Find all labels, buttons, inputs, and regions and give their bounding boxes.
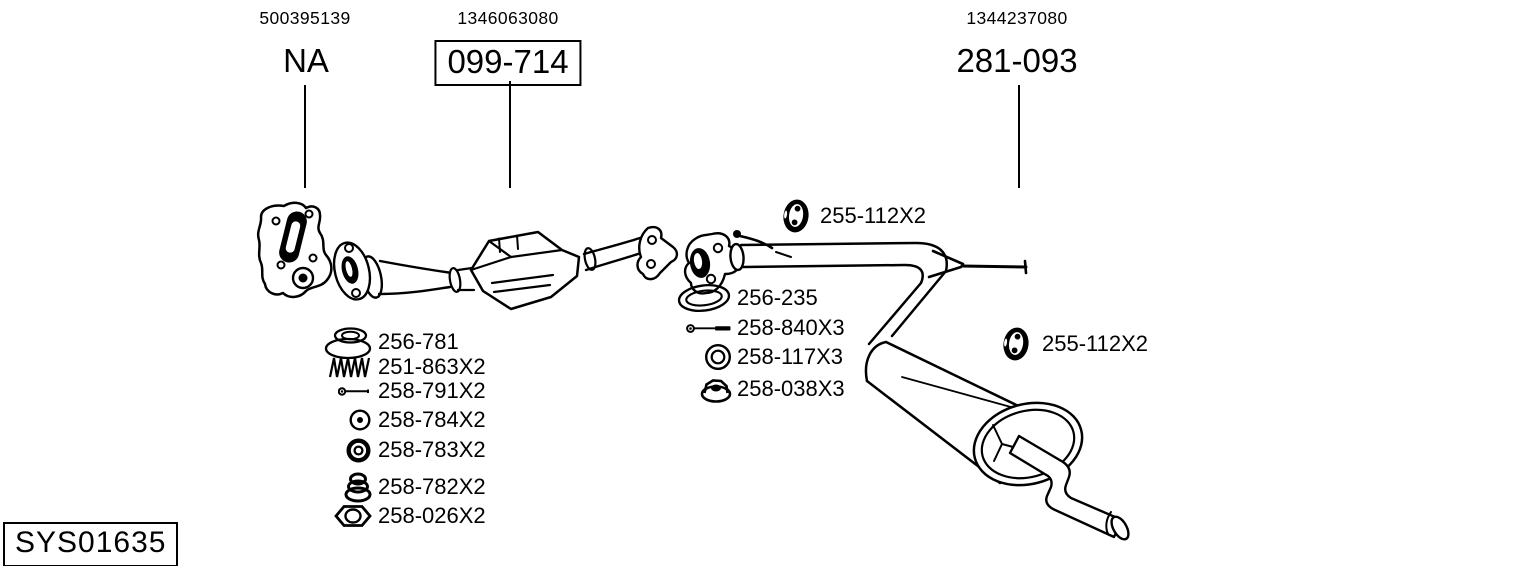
part-number-label: 258-783X2 (378, 437, 486, 462)
rubber-hanger-icon (782, 198, 810, 234)
part-row: 256-781 (314, 324, 459, 360)
leader-line (1018, 85, 1020, 188)
part-number-label: 258-782X2 (378, 474, 486, 499)
part-number-boxed: 099-714 (434, 40, 582, 86)
part-row: 258-840X3 (676, 310, 845, 346)
part-row: 258-782X2 (314, 469, 486, 505)
part-number-label: 258-038X3 (737, 376, 845, 401)
oe-number-label: 1346063080 (457, 8, 559, 28)
part-row: 258-783X2 (314, 432, 486, 468)
manifold-flange-part (256, 201, 333, 299)
small-bolt-icon (314, 385, 372, 398)
part-number-label: 258-026X2 (378, 503, 486, 528)
catalytic-converter (448, 230, 645, 311)
washer-icon (314, 408, 372, 432)
spring-icon (314, 355, 372, 380)
flat-washer-icon (676, 343, 732, 371)
rear-pipe-flange (683, 232, 745, 295)
part-row: 258-784X2 (314, 402, 486, 438)
hex-nut-icon (314, 504, 372, 528)
part-number-label: 256-781 (378, 329, 459, 354)
part-number-na: NA (283, 42, 329, 79)
muffler-bracket-rod (927, 249, 1028, 279)
part-number-label: 258-784X2 (378, 407, 486, 432)
part-row: 258-026X2 (314, 498, 486, 534)
system-code-label: SYS01635 (15, 526, 167, 559)
tailpipe (1008, 434, 1130, 541)
oe-number-label: 1344237080 (966, 8, 1068, 28)
ring-gasket-icon (676, 280, 732, 316)
front-pipe (332, 241, 454, 301)
thick-ring-icon (314, 437, 372, 464)
part-row: 256-235 (676, 280, 818, 316)
long-bolt-icon (676, 322, 732, 335)
grommet-icon (314, 472, 372, 503)
oe-number-label: 500395139 (259, 8, 351, 28)
part-row: 258-117X3 (676, 339, 843, 375)
flange-nut-icon (676, 376, 732, 403)
converter-outlet-flange (636, 225, 679, 281)
part-number-label: 251-863X2 (378, 354, 486, 379)
rubber-hanger-icon (1002, 326, 1030, 362)
pipe-hanger-rod (733, 230, 774, 250)
part-row: 258-791X2 (314, 373, 486, 409)
part-row: 255-112X2 (1002, 326, 1148, 362)
system-code-badge: SYS01635 (3, 522, 179, 566)
part-number-label: 255-112X2 (820, 203, 927, 228)
part-number-label: 258-840X3 (737, 315, 845, 340)
part-row: 251-863X2 (314, 349, 486, 385)
leader-line (304, 85, 306, 188)
part-number-label: 258-791X2 (378, 378, 486, 403)
part-number-muffler: 281-093 (956, 42, 1078, 79)
part-number-label: 256-235 (737, 285, 818, 310)
part-row: 255-112X2 (782, 198, 926, 234)
leader-line (509, 81, 511, 188)
part-number-label: 258-117X3 (737, 344, 844, 369)
part-row: 258-038X3 (676, 371, 845, 407)
part-number-label: 255-112X2 (1042, 331, 1149, 356)
